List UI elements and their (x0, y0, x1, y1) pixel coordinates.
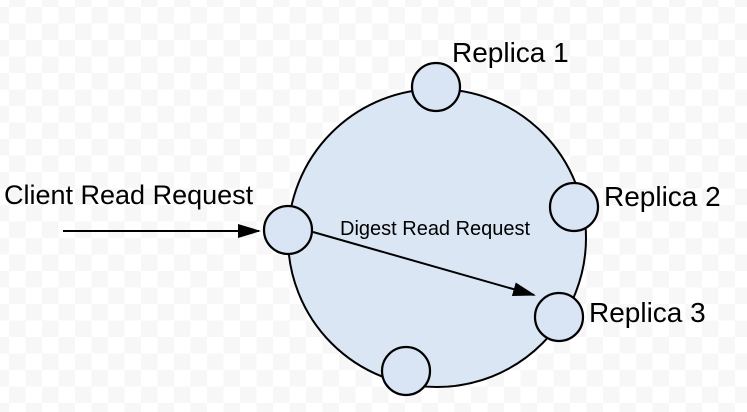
replica-2-node (548, 181, 600, 233)
replica-2-label: Replica 2 (604, 181, 721, 212)
coordinator-node (262, 204, 314, 256)
digest-read-arrow (312, 231, 536, 296)
client-read-request-label: Client Read Request (4, 180, 254, 210)
replica-3-node (533, 291, 585, 343)
replica-1-label: Replica 1 (452, 37, 569, 68)
digest-read-request-label: Digest Read Request (340, 218, 531, 240)
replica-3-label: Replica 3 (589, 297, 706, 328)
replica-1-node (410, 61, 462, 113)
bottom-node (380, 345, 432, 397)
